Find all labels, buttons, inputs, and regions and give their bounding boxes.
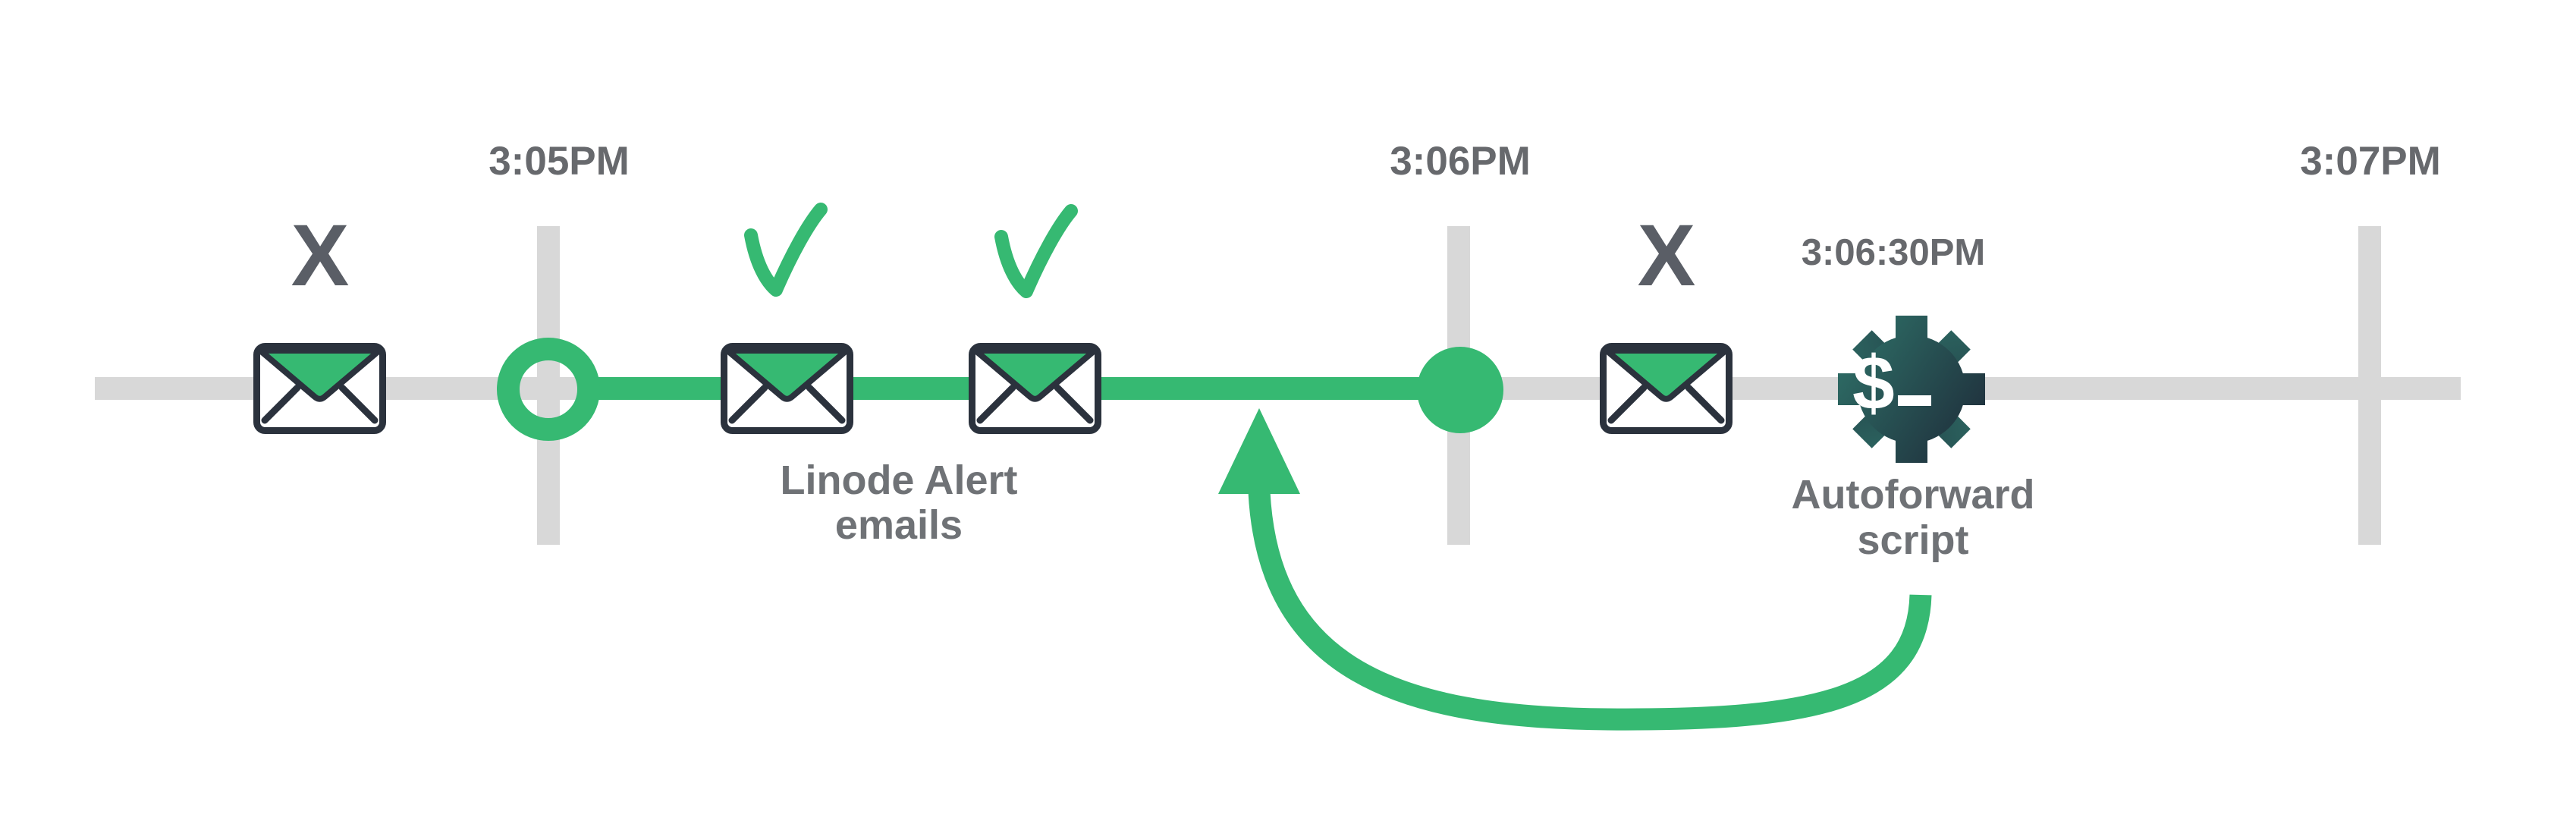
start-ring-icon xyxy=(497,338,600,441)
check-icon xyxy=(744,203,828,297)
caption-line-1: Autoforward xyxy=(1791,472,2035,517)
cursor-dash-icon xyxy=(1898,395,1931,406)
event-dot-icon xyxy=(1417,347,1503,433)
check-icon xyxy=(994,204,1078,298)
time-label-3-05: 3:05PM xyxy=(488,139,630,184)
x-mark-icon: X xyxy=(1637,207,1696,304)
x-mark-icon: X xyxy=(291,207,350,304)
loop-arrow-icon xyxy=(1218,408,1932,731)
envelope-failed-1-icon xyxy=(253,343,386,434)
time-label-3-06: 3:06PM xyxy=(1390,139,1531,184)
envelope-delivered-1-icon xyxy=(721,343,853,434)
alert-emails-caption: Linode Alert emails xyxy=(780,458,1017,548)
time-label-3-06-30: 3:06:30PM xyxy=(1801,232,1986,273)
envelope-failed-2-icon xyxy=(1600,343,1733,434)
caption-line-2: script xyxy=(1857,517,1969,563)
envelope-delivered-2-icon xyxy=(969,343,1101,434)
dollar-symbol: $ xyxy=(1852,341,1895,426)
autoforward-script-caption: Autoforward script xyxy=(1792,472,2035,563)
gear-icon: $ xyxy=(1838,316,1985,463)
caption-line-1: Linode Alert xyxy=(780,458,1018,503)
time-label-3-07: 3:07PM xyxy=(2300,139,2441,184)
caption-line-2: emails xyxy=(834,502,963,548)
